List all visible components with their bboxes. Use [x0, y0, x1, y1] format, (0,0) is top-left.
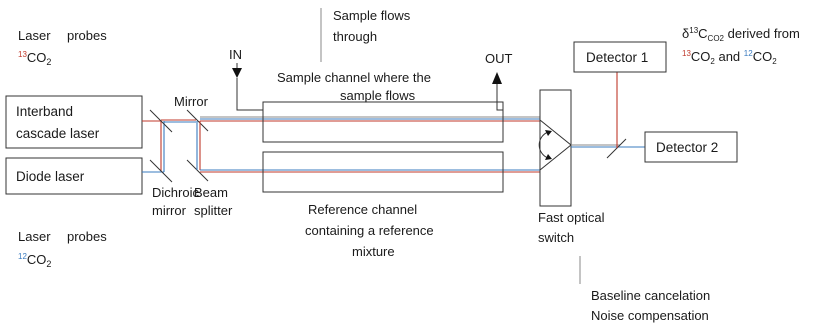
diode-laser-label: Diode laser — [16, 169, 85, 184]
fast-optical-switch-box — [539, 89, 572, 207]
delta-derived-label-line2: 13CO2 and 12CO2 — [682, 49, 777, 66]
fast-switch-label-1: Fast optical — [538, 210, 605, 225]
beam-splitter-label-2: splitter — [194, 203, 233, 218]
mirror-label: Mirror — [174, 94, 209, 109]
reference-channel-label-2: containing a reference — [305, 223, 434, 238]
delta-sup-13: 13 — [689, 26, 698, 35]
derived-co-1: CO — [691, 49, 711, 64]
reference-channel-box — [262, 151, 504, 193]
sample-flows-label-2: through — [333, 29, 377, 44]
delta-rest-text: derived from — [724, 26, 800, 41]
dichroic-mirror-element — [149, 159, 173, 183]
out-label: OUT — [485, 51, 513, 66]
reference-channel-label-1: Reference channel — [308, 202, 417, 217]
laser-probes-bottom-word1: Laser — [18, 229, 51, 244]
baseline-cancelation-label: Baseline cancelation — [591, 288, 710, 303]
laser-probes-top-word1: Laser — [18, 28, 51, 43]
derived-sup-12: 12 — [744, 49, 753, 58]
isotope-sub-bottom: 2 — [46, 259, 51, 269]
interband-laser-label-2: cascade laser — [16, 126, 100, 141]
detector-2-box — [644, 131, 738, 163]
delta-c: C — [698, 26, 707, 41]
output-beam-splitter — [606, 138, 627, 159]
detector-2-label: Detector 2 — [656, 140, 718, 155]
laser-probes-bottom-word2: probes — [67, 229, 107, 244]
sample-channel-label-2: sample flows — [340, 88, 416, 103]
isotope-13-sup: 13 — [18, 50, 27, 59]
noise-compensation-label: Noise compensation — [591, 308, 709, 323]
in-inlet-tube — [236, 78, 263, 111]
beam-splitter-label-1: Beam — [194, 185, 228, 200]
derived-sub-2: 2 — [772, 57, 777, 66]
in-arrow-head — [232, 68, 242, 78]
reference-channel-label-3: mixture — [352, 244, 395, 259]
detector-1-box — [573, 41, 667, 73]
interband-cascade-laser-box — [5, 95, 143, 149]
switch-arc-arrow-top — [545, 130, 552, 136]
laser-probes-top-word2: probes — [67, 28, 107, 43]
out-arrow-head — [492, 72, 502, 84]
laser-probes-bottom-isotope: 12CO2 — [18, 252, 51, 269]
switch-arc-arrow-bottom — [545, 154, 552, 160]
laser-probes-top-isotope: 13CO2 — [18, 50, 51, 67]
out-outlet-tube — [496, 82, 503, 111]
sample-channel-label-1: Sample channel where the — [277, 70, 431, 85]
derived-sub-1: 2 — [710, 57, 715, 66]
detector-1-label: Detector 1 — [586, 50, 648, 65]
derived-co-2: CO — [753, 49, 773, 64]
sample-flows-label-1: Sample flows — [333, 8, 411, 23]
mirror-element — [149, 109, 173, 133]
isotope-co-bottom: CO — [27, 252, 47, 267]
delta-derived-label-line1: δ13CCO2 derived from — [682, 26, 800, 43]
delta-symbol: δ — [682, 26, 689, 41]
isotope-sub: 2 — [46, 57, 51, 67]
diode-laser-box — [5, 157, 143, 195]
interband-laser-label-1: Interband — [16, 104, 73, 119]
sample-channel-box — [262, 101, 504, 143]
beam-splitter-element — [186, 159, 209, 182]
in-label: IN — [229, 47, 242, 62]
derived-and: and — [715, 49, 744, 64]
dichroic-mirror-label-2: mirror — [152, 203, 187, 218]
isotope-12-sup: 12 — [18, 252, 27, 261]
isotope-co: CO — [27, 50, 47, 65]
mirror-2-element — [186, 109, 209, 132]
dichroic-mirror-label-1: Dichroic — [152, 185, 199, 200]
delta-sub-co2: CO2 — [708, 34, 725, 43]
derived-sup-13: 13 — [682, 49, 691, 58]
switch-rotation-arc — [538, 131, 549, 159]
fast-switch-label-2: switch — [538, 230, 574, 245]
